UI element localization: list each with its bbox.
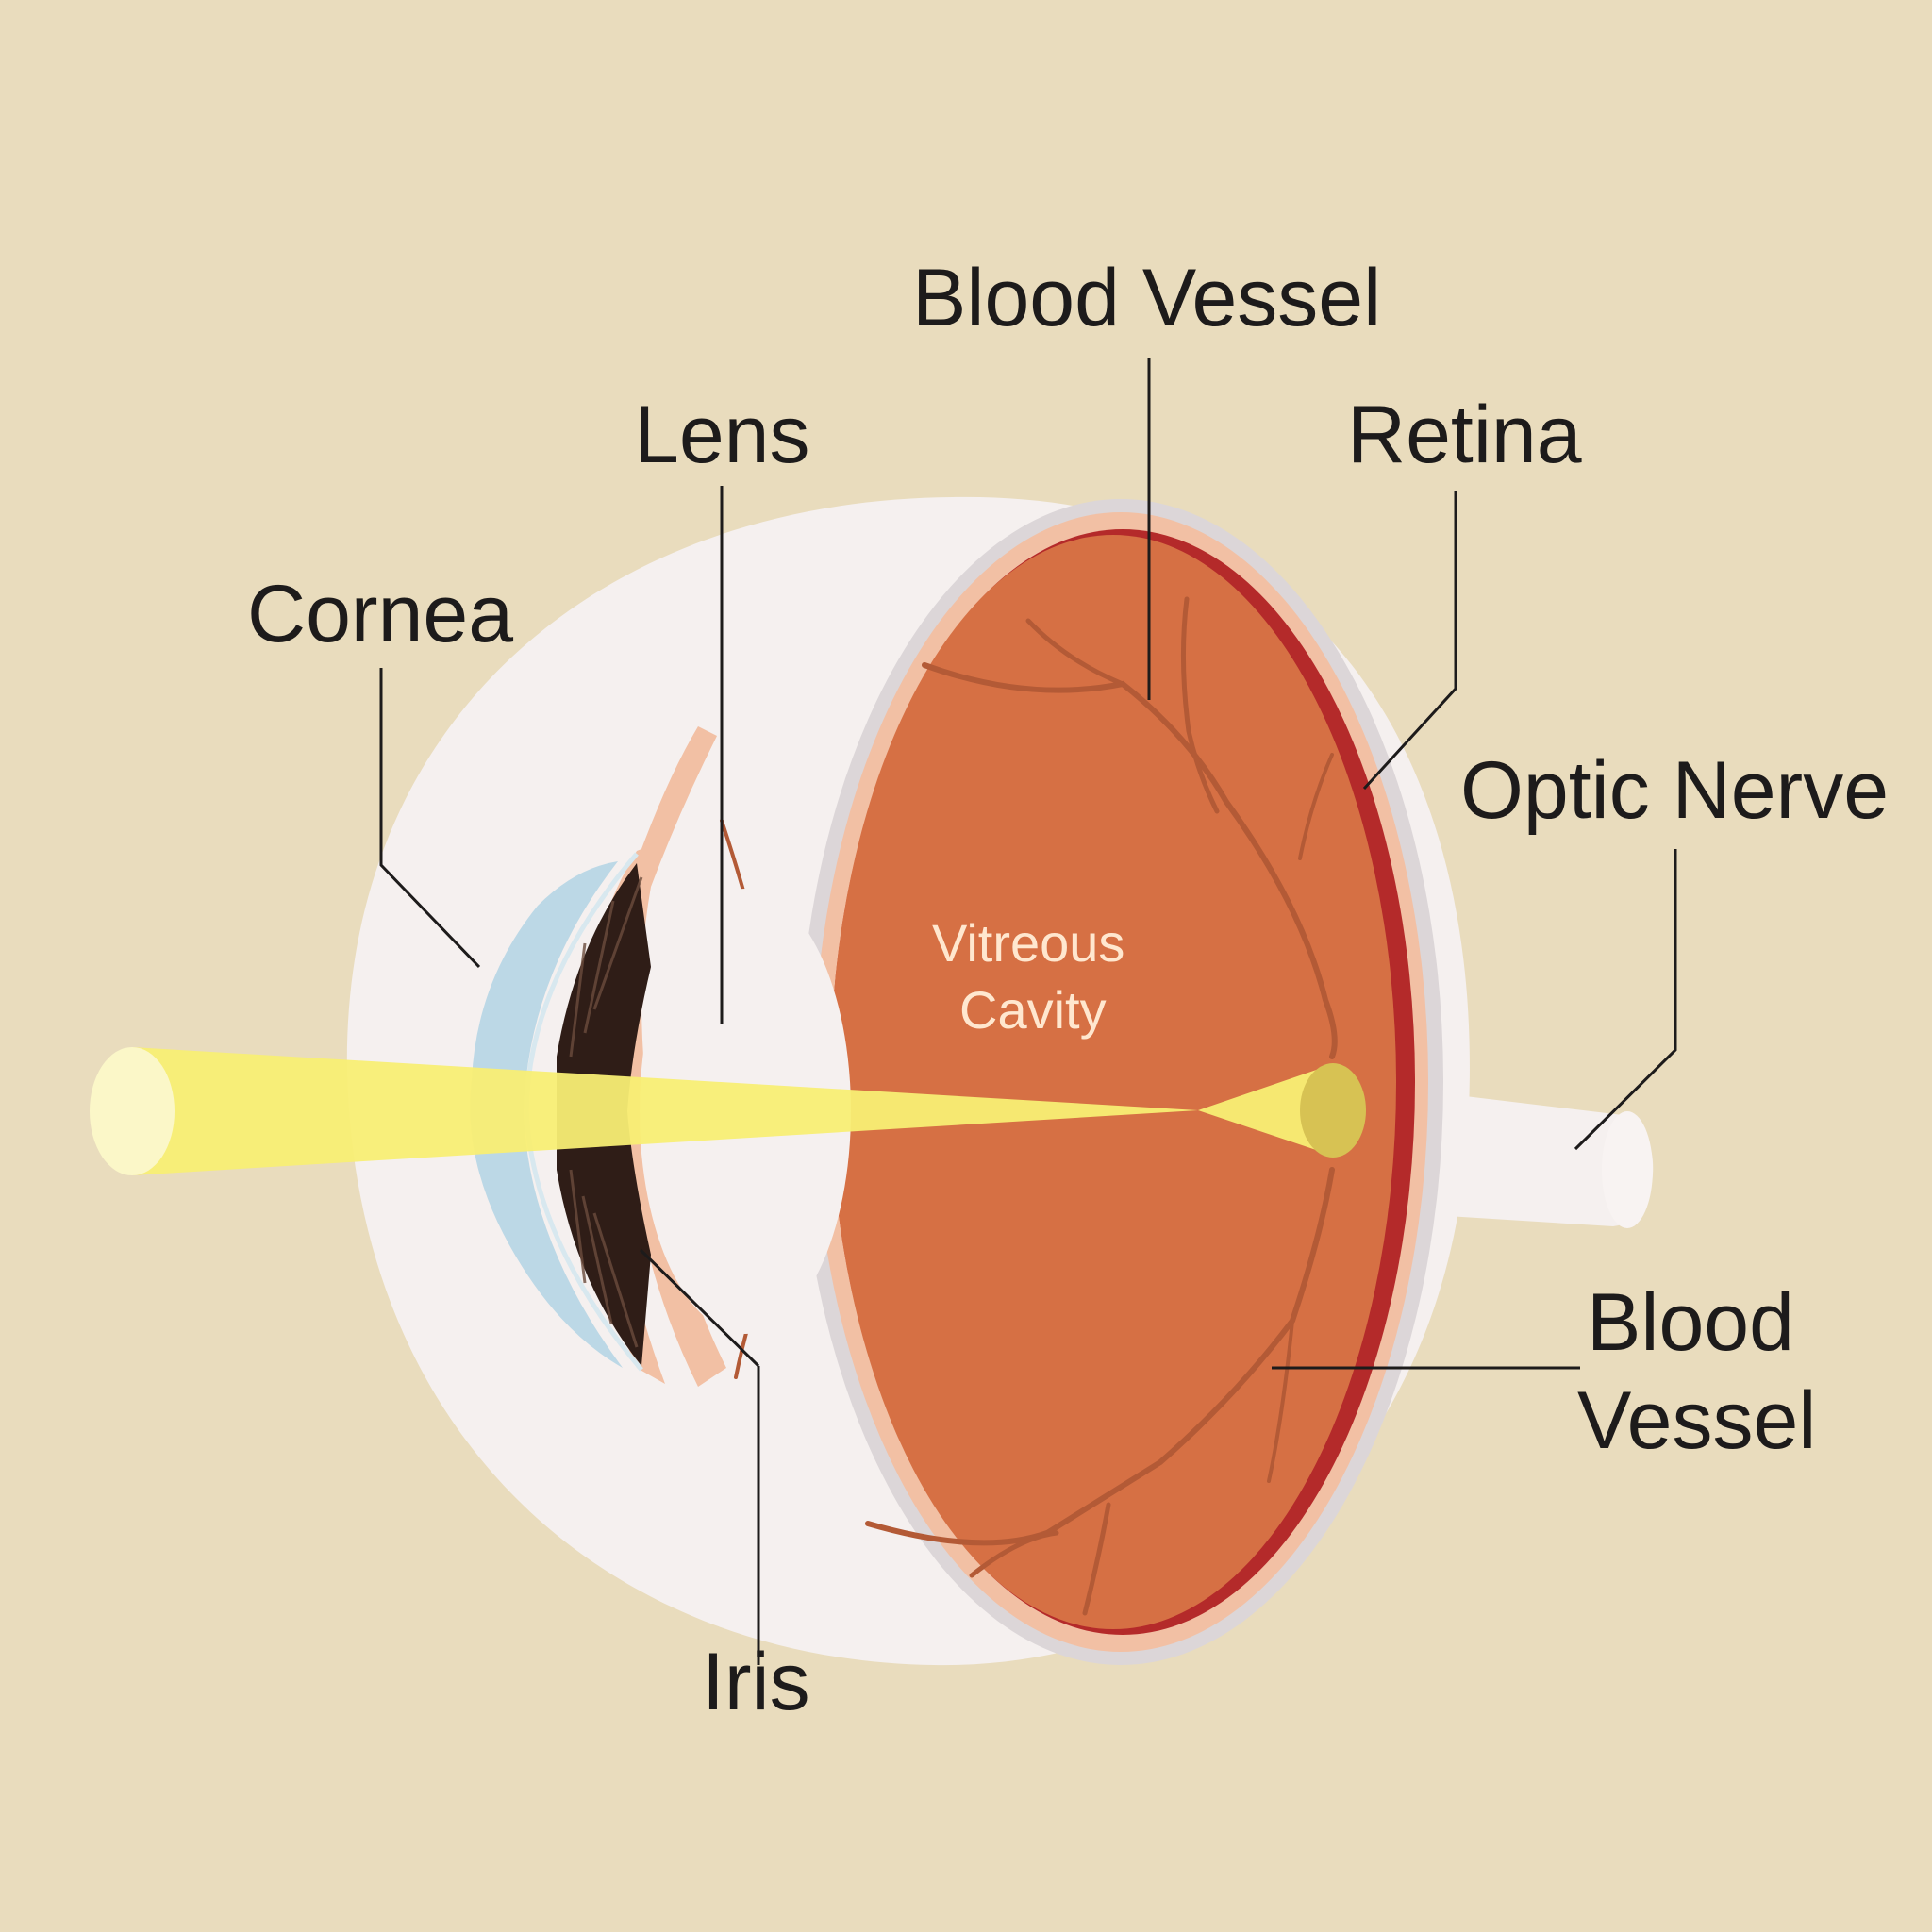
blood-vessel-bottom-label-line-1: Blood [1587,1277,1794,1368]
blood-vessel-bottom-label-line-2: Vessel [1577,1375,1816,1466]
iris-label: Iris [702,1637,810,1727]
cornea-label: Cornea [247,569,513,659]
leader-lines [379,358,1677,1665]
retina-label: Retina [1347,390,1582,480]
ciliary-body [623,726,726,1387]
lens-label: Lens [634,390,810,480]
vitreous-cavity-label-line-2: Cavity [959,980,1107,1040]
optic-nerve-label: Optic Nerve [1460,745,1889,836]
light-beam [90,1047,1366,1175]
sclera [346,496,1470,1666]
blood-vessel-top-label: Blood Vessel [912,253,1381,343]
vitreous-cavity-label-line-1: Vitreous [932,913,1124,973]
